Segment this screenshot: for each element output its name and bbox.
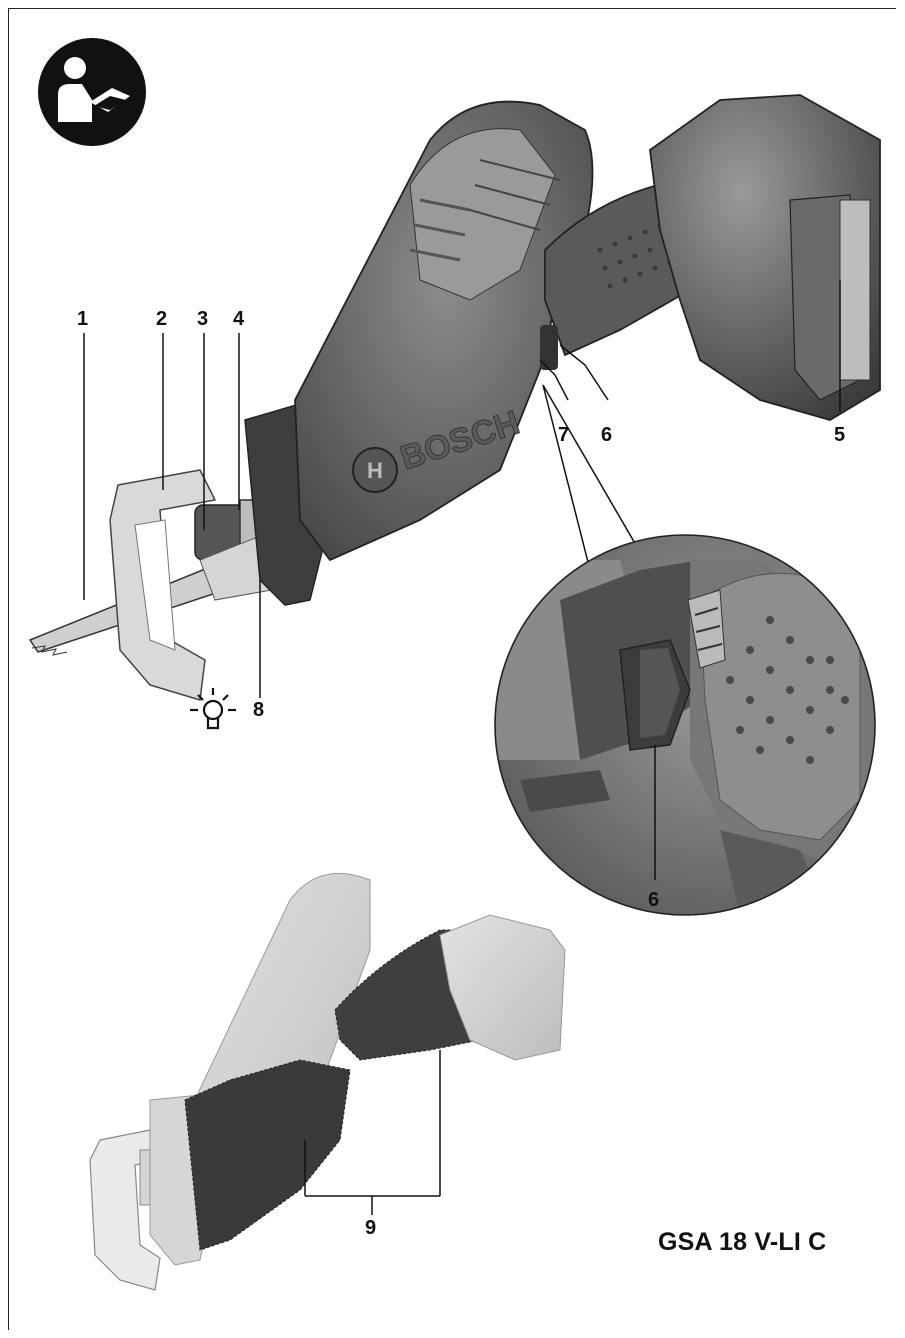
model-name: GSA 18 V-LI C [658,1228,827,1256]
callout-3: 3 [197,308,209,330]
page-border [8,8,896,1330]
svg-text:H: H [367,458,383,483]
read-manual-icon [38,38,146,146]
callout-7: 7 [558,424,570,446]
callout-6-detail: 6 [648,889,660,911]
callout-6-main: 6 [601,424,613,446]
callout-8: 8 [253,699,265,721]
saw-shoe [109,469,217,701]
callout-5: 5 [834,424,846,446]
battery-pack [649,94,881,421]
work-light-icon [190,688,236,730]
callout-4: 4 [233,308,245,330]
callout-1: 1 [77,308,89,330]
callout-2: 2 [156,308,168,330]
callout-9: 9 [365,1217,377,1239]
saw-handle-area-illustration [89,872,566,1291]
switch-detail-zoom [494,534,876,916]
leader-lines [83,280,841,698]
